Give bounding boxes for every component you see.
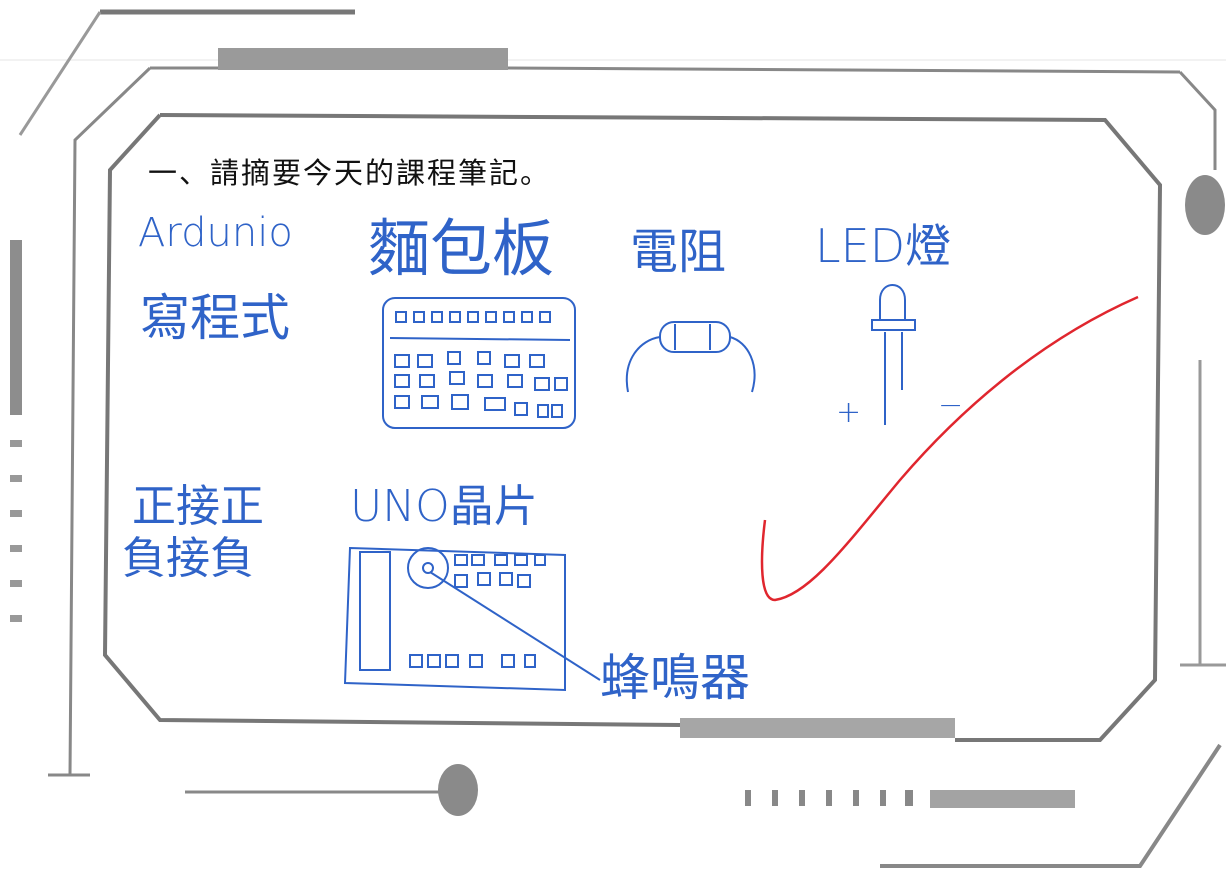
note-polarity-line1: 正接正 (132, 481, 264, 532)
note-polarity-line2: 負接負 (122, 533, 254, 584)
note-breadboard: 麵包板 (368, 212, 555, 285)
note-led-plus: + (836, 395, 862, 430)
note-buzzer: 蜂鳴器 (600, 649, 750, 707)
led-drawing (871, 284, 916, 425)
note-resistor: 電阻 (630, 224, 727, 280)
red-checkmark (760, 295, 1139, 602)
note-arduino: Ardunio (138, 210, 293, 256)
note-programming: 寫程式 (140, 289, 290, 347)
worksheet-question: 一、請摘要今天的課程筆記。 (148, 156, 552, 190)
uno-board-drawing (343, 546, 601, 692)
breadboard-drawing (382, 297, 576, 429)
note-led-light: LED燈 (815, 219, 952, 273)
note-led-minus: − (938, 388, 964, 423)
note-uno-chip: UNO晶片 (350, 481, 538, 532)
resistor-drawing (625, 321, 756, 393)
